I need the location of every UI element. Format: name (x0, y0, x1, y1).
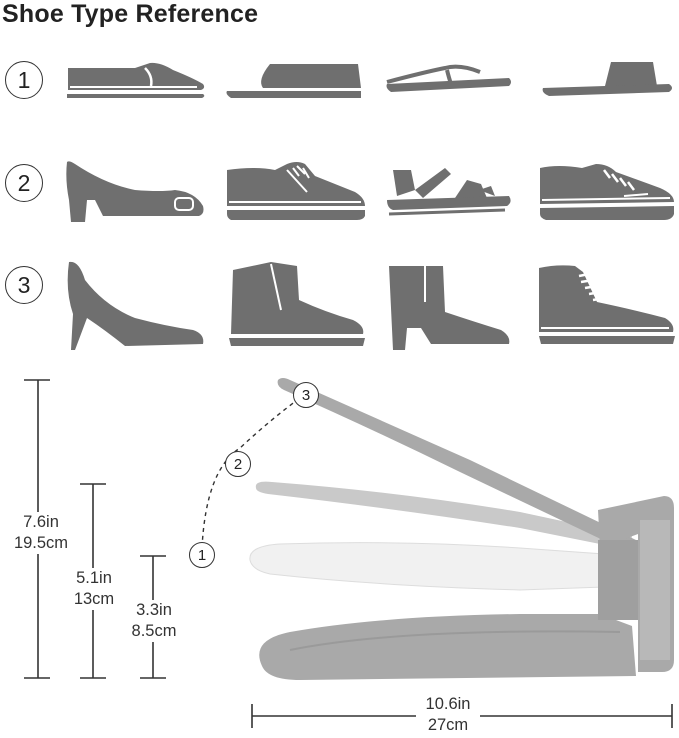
ankle-boot-icon (389, 266, 510, 350)
height-label-level-3: 7.6in 19.5cm (0, 512, 82, 554)
high-heel-pump-icon (67, 261, 204, 350)
level-adjustment-arc (201, 397, 301, 549)
high-top-sneaker-icon (539, 265, 675, 344)
row-number-3: 3 (5, 266, 43, 304)
height-label-level-1: 3.3in 8.5cm (124, 600, 184, 642)
slip-on-loafer-icon (67, 62, 205, 98)
height-label-cm: 8.5cm (131, 622, 177, 640)
slide-sandal-icon (542, 62, 672, 96)
sneaker-icon (540, 164, 674, 220)
row-number-2: 2 (5, 164, 43, 202)
page-title: Shoe Type Reference (2, 0, 259, 28)
level-marker-3: 3 (293, 382, 319, 408)
rack-plate-level-2 (255, 481, 633, 550)
length-label-inches: 10.6in (425, 695, 471, 713)
length-label-cm: 27cm (427, 716, 469, 734)
sport-sandal-icon (387, 168, 511, 216)
low-heel-pump-icon (66, 161, 204, 222)
level-marker-2: 2 (225, 451, 251, 477)
rack-plate-level-3 (277, 378, 636, 552)
length-label: 10.6in 27cm (416, 694, 480, 736)
height-label-inches: 5.1in (76, 569, 112, 587)
slipper-icon (226, 64, 361, 98)
height-label-inches: 7.6in (23, 513, 59, 531)
height-label-inches: 3.3in (136, 601, 172, 619)
flip-flop-icon (386, 64, 511, 92)
level-marker-1: 1 (189, 542, 215, 568)
oxford-shoe-icon (227, 162, 365, 220)
height-label-level-2: 5.1in 13cm (64, 568, 124, 610)
row-number-1: 1 (5, 61, 43, 99)
height-label-cm: 19.5cm (13, 534, 69, 552)
height-label-cm: 13cm (73, 590, 115, 608)
snow-boot-icon (229, 262, 365, 346)
